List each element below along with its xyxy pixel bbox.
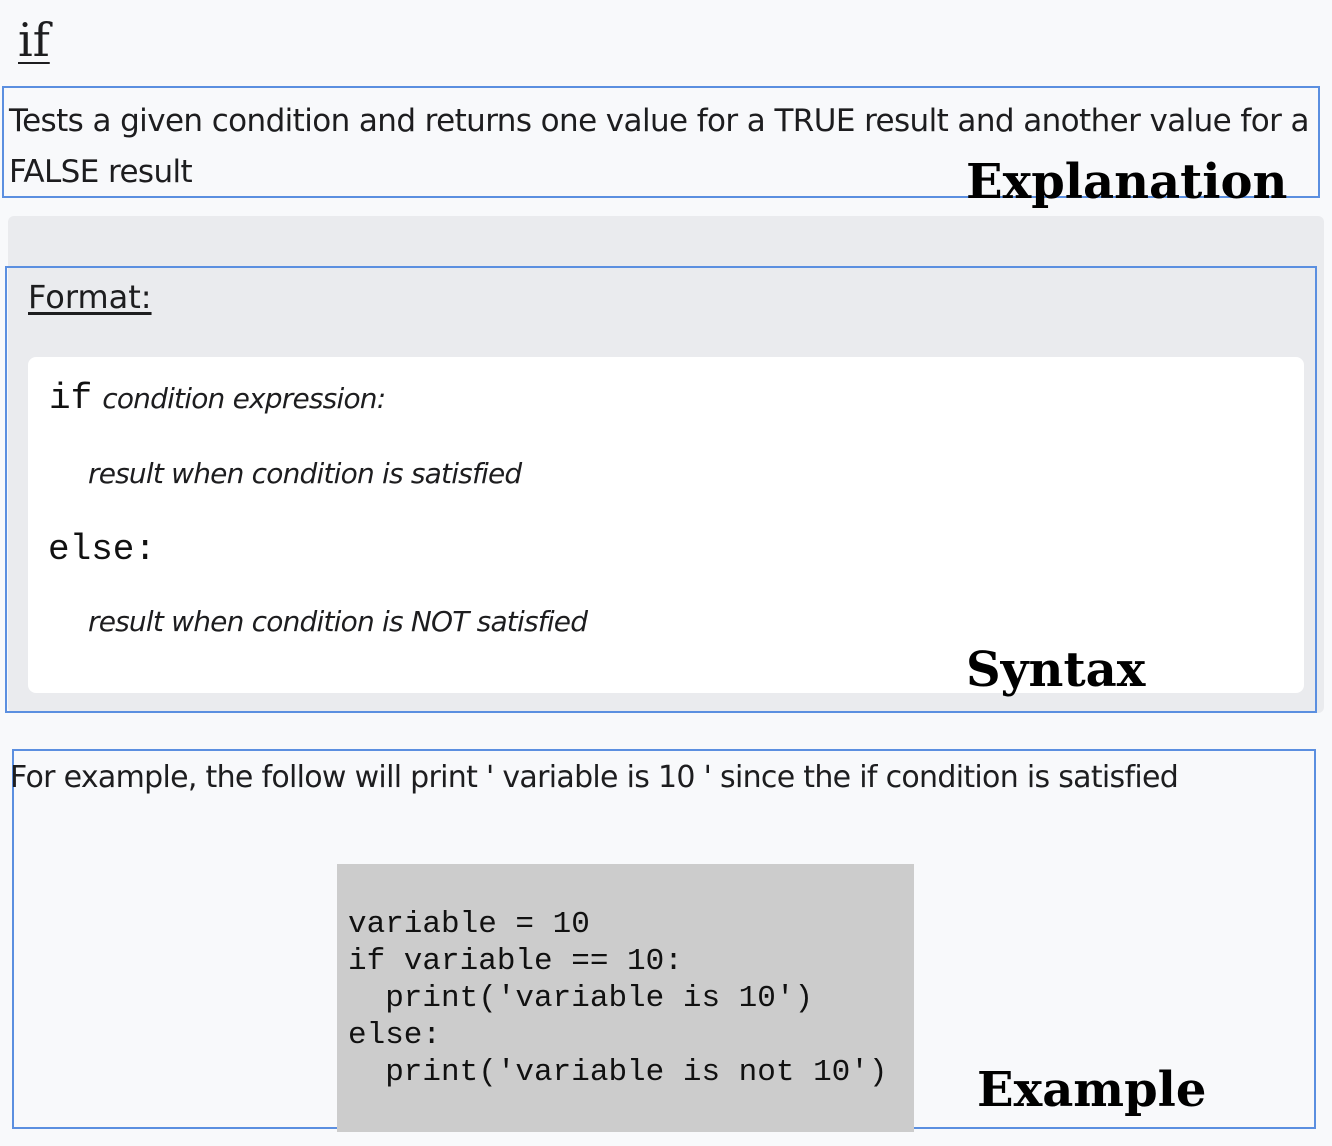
example-label: Example xyxy=(977,1062,1207,1118)
syntax-true-result: result when condition is satisfied xyxy=(88,457,522,490)
page-title: if xyxy=(18,13,50,67)
syntax-label: Syntax xyxy=(966,642,1146,698)
syntax-line-if: if condition expression: xyxy=(49,378,386,424)
syntax-condition-text: condition expression: xyxy=(102,382,386,415)
syntax-annotation-box xyxy=(5,266,1317,713)
syntax-if-keyword: if xyxy=(49,378,93,419)
syntax-false-result: result when condition is NOT satisfied xyxy=(88,605,588,638)
example-intro-text: For example, the follow will print ' var… xyxy=(10,760,1179,795)
explanation-annotation-box xyxy=(2,86,1320,198)
syntax-card xyxy=(28,357,1304,693)
syntax-else-keyword: else: xyxy=(48,529,157,570)
explanation-label: Explanation xyxy=(966,154,1288,210)
format-heading: Format: xyxy=(28,278,152,316)
example-code-block: variable = 10 if variable == 10: print('… xyxy=(337,864,914,1132)
explanation-text: Tests a given condition and returns one … xyxy=(9,103,1309,190)
